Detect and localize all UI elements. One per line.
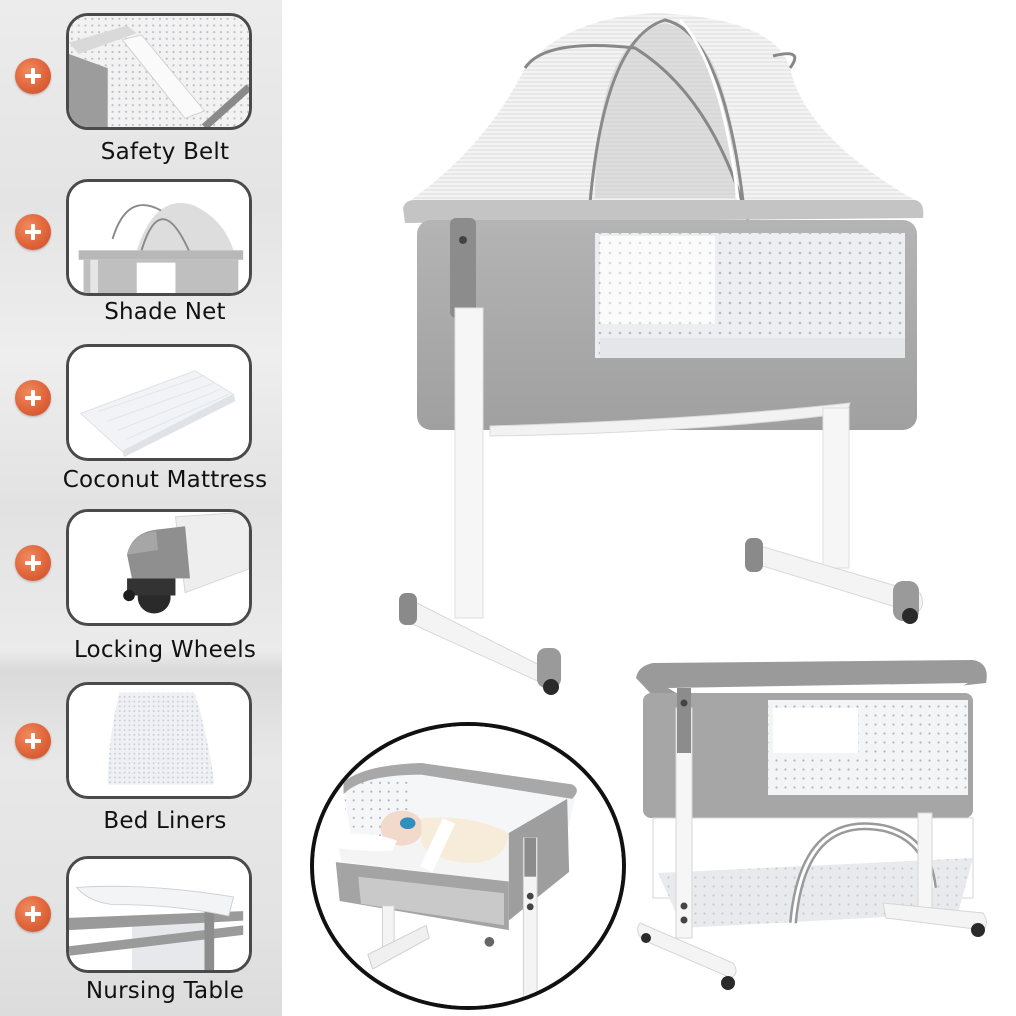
bed-liners-thumbnail — [66, 682, 252, 799]
shade-net-thumbnail — [66, 179, 252, 296]
feature-label: Locking Wheels — [73, 637, 257, 663]
nursing-table-thumbnail — [66, 856, 252, 973]
feature-label: Safety Belt — [100, 139, 230, 165]
feature-label: Shade Net — [104, 299, 226, 325]
bassinet-with-canopy-image — [395, 8, 935, 698]
bassinet-with-basket-image — [628, 648, 993, 998]
plus-icon — [15, 723, 51, 759]
coconut-mattress-thumbnail — [66, 344, 252, 461]
feature-label: Coconut Mattress — [62, 467, 268, 493]
plus-icon — [15, 58, 51, 94]
feature-label: Nursing Table — [85, 978, 245, 1004]
plus-icon — [15, 380, 51, 416]
plus-icon — [15, 896, 51, 932]
plus-icon — [15, 545, 51, 581]
locking-wheels-thumbnail — [66, 509, 252, 626]
features-panel: Safety Belt Shade Net — [0, 0, 282, 1016]
bassinet-with-baby-image — [310, 722, 626, 1010]
feature-label: Bed Liners — [103, 808, 227, 834]
safety-belt-thumbnail — [66, 13, 252, 130]
plus-icon — [15, 214, 51, 250]
